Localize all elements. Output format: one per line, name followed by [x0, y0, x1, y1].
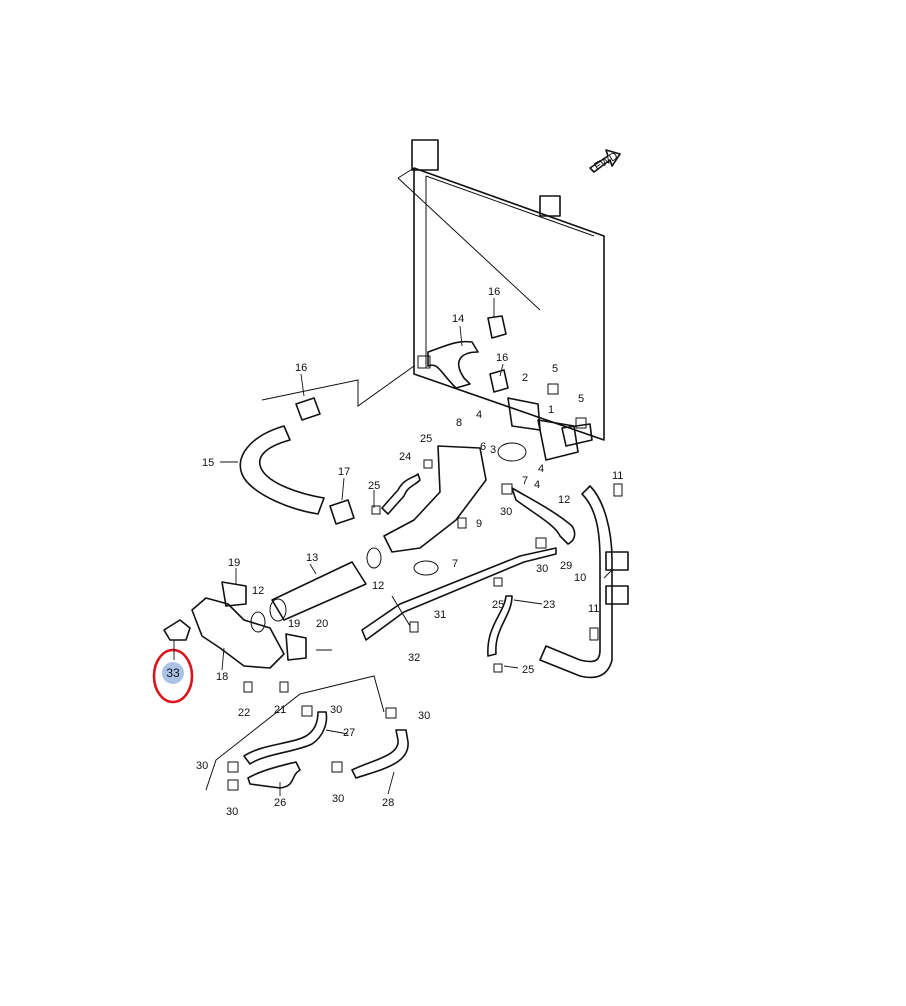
callout-17[interactable]: 17 [338, 466, 350, 478]
callout-8[interactable]: 8 [456, 417, 462, 429]
callout-1[interactable]: 1 [548, 404, 554, 416]
callout-30-d[interactable]: 30 [418, 710, 430, 722]
callout-21[interactable]: 21 [274, 704, 286, 716]
callout-15[interactable]: 15 [202, 457, 214, 469]
pipe-13-end [269, 598, 287, 622]
fasteners [227, 383, 623, 791]
callout-20[interactable]: 20 [316, 618, 328, 630]
thermostat-housing [497, 397, 593, 462]
hose-14 [427, 340, 479, 389]
hose-26 [247, 761, 301, 789]
callout-5-b[interactable]: 5 [578, 393, 584, 405]
hose-28 [351, 729, 409, 779]
callout-24[interactable]: 24 [399, 451, 411, 463]
callout-3[interactable]: 3 [490, 444, 496, 456]
fwd-label: FWD [592, 150, 620, 173]
callout-14[interactable]: 14 [452, 313, 464, 325]
gasket-19b [285, 633, 307, 661]
callout-26[interactable]: 26 [274, 797, 286, 809]
callout-30-g[interactable]: 30 [332, 793, 344, 805]
pipe-10 [539, 485, 613, 679]
callout-7-b[interactable]: 7 [452, 558, 458, 570]
callout-18[interactable]: 18 [216, 671, 228, 683]
callout-22[interactable]: 22 [238, 707, 250, 719]
callout-12-b[interactable]: 12 [372, 580, 384, 592]
hose-group-leader [205, 675, 385, 791]
callout-32[interactable]: 32 [408, 652, 420, 664]
o-ring-12 [366, 547, 382, 569]
callout-19-b[interactable]: 19 [288, 618, 300, 630]
clamp-17 [329, 499, 355, 525]
callout-27[interactable]: 27 [343, 727, 355, 739]
callout-5-a[interactable]: 5 [552, 363, 558, 375]
clamp-16-lower [489, 369, 509, 393]
callout-19-a[interactable]: 19 [228, 557, 240, 569]
callouts: 1 2 3 4 4 4 5 5 6 7 7 8 9 10 11 11 12 12… [196, 286, 623, 818]
water-outlet-18 [191, 597, 285, 669]
o-ring-7 [413, 560, 439, 576]
bracket-10-upper [605, 551, 629, 571]
callout-28[interactable]: 28 [382, 797, 394, 809]
callout-25-c[interactable]: 25 [492, 599, 504, 611]
callout-16-a[interactable]: 16 [488, 286, 500, 298]
gasket-19 [221, 581, 247, 607]
callout-4-a[interactable]: 4 [476, 409, 482, 421]
callout-7-a[interactable]: 7 [522, 475, 528, 487]
callout-33[interactable]: 33 [166, 666, 180, 680]
callout-30-e[interactable]: 30 [196, 760, 208, 772]
callout-13[interactable]: 13 [306, 552, 318, 564]
bracket-10-lower [605, 585, 629, 605]
fwd-arrow-icon: FWD [589, 149, 621, 173]
callout-12-a[interactable]: 12 [252, 585, 264, 597]
clamp-16-left [295, 397, 321, 421]
callout-30-f[interactable]: 30 [226, 806, 238, 818]
callout-4-b[interactable]: 4 [538, 463, 544, 475]
radiator [397, 139, 605, 441]
callout-25-a[interactable]: 25 [420, 433, 432, 445]
inlet-pipe-8 [383, 445, 487, 553]
hose-15-leader [261, 365, 415, 407]
highlight-marker: 33 [152, 648, 194, 704]
hose-29 [511, 487, 576, 545]
pipe-13 [271, 561, 367, 621]
callout-12-c[interactable]: 12 [558, 494, 570, 506]
callout-25-b[interactable]: 25 [368, 480, 380, 492]
hose-24 [381, 473, 421, 515]
bypass-pipe-31 [361, 547, 557, 641]
callout-11-b[interactable]: 11 [588, 603, 599, 615]
callout-30-c[interactable]: 30 [330, 704, 342, 716]
callout-9[interactable]: 9 [476, 518, 482, 530]
hose-14-end [417, 355, 431, 369]
sensor-33 [163, 619, 191, 641]
callout-31[interactable]: 31 [434, 609, 446, 621]
callout-25-d[interactable]: 25 [522, 664, 534, 676]
callout-leaders [173, 298, 613, 796]
callout-11-a[interactable]: 11 [612, 470, 623, 482]
hose-15 [239, 425, 325, 515]
clamp-16-upper [487, 315, 507, 339]
callout-10[interactable]: 10 [574, 572, 586, 584]
hose-27 [243, 711, 328, 765]
callout-2[interactable]: 2 [522, 372, 528, 384]
callout-23[interactable]: 23 [543, 599, 555, 611]
callout-30-b[interactable]: 30 [536, 563, 548, 575]
callout-29[interactable]: 29 [560, 560, 572, 572]
callout-16-c[interactable]: 16 [295, 362, 307, 374]
callout-6[interactable]: 6 [480, 441, 486, 453]
callout-4-c[interactable]: 4 [534, 479, 540, 491]
callout-30-a[interactable]: 30 [500, 506, 512, 518]
callout-16-b[interactable]: 16 [496, 352, 508, 364]
hose-23 [487, 595, 513, 657]
